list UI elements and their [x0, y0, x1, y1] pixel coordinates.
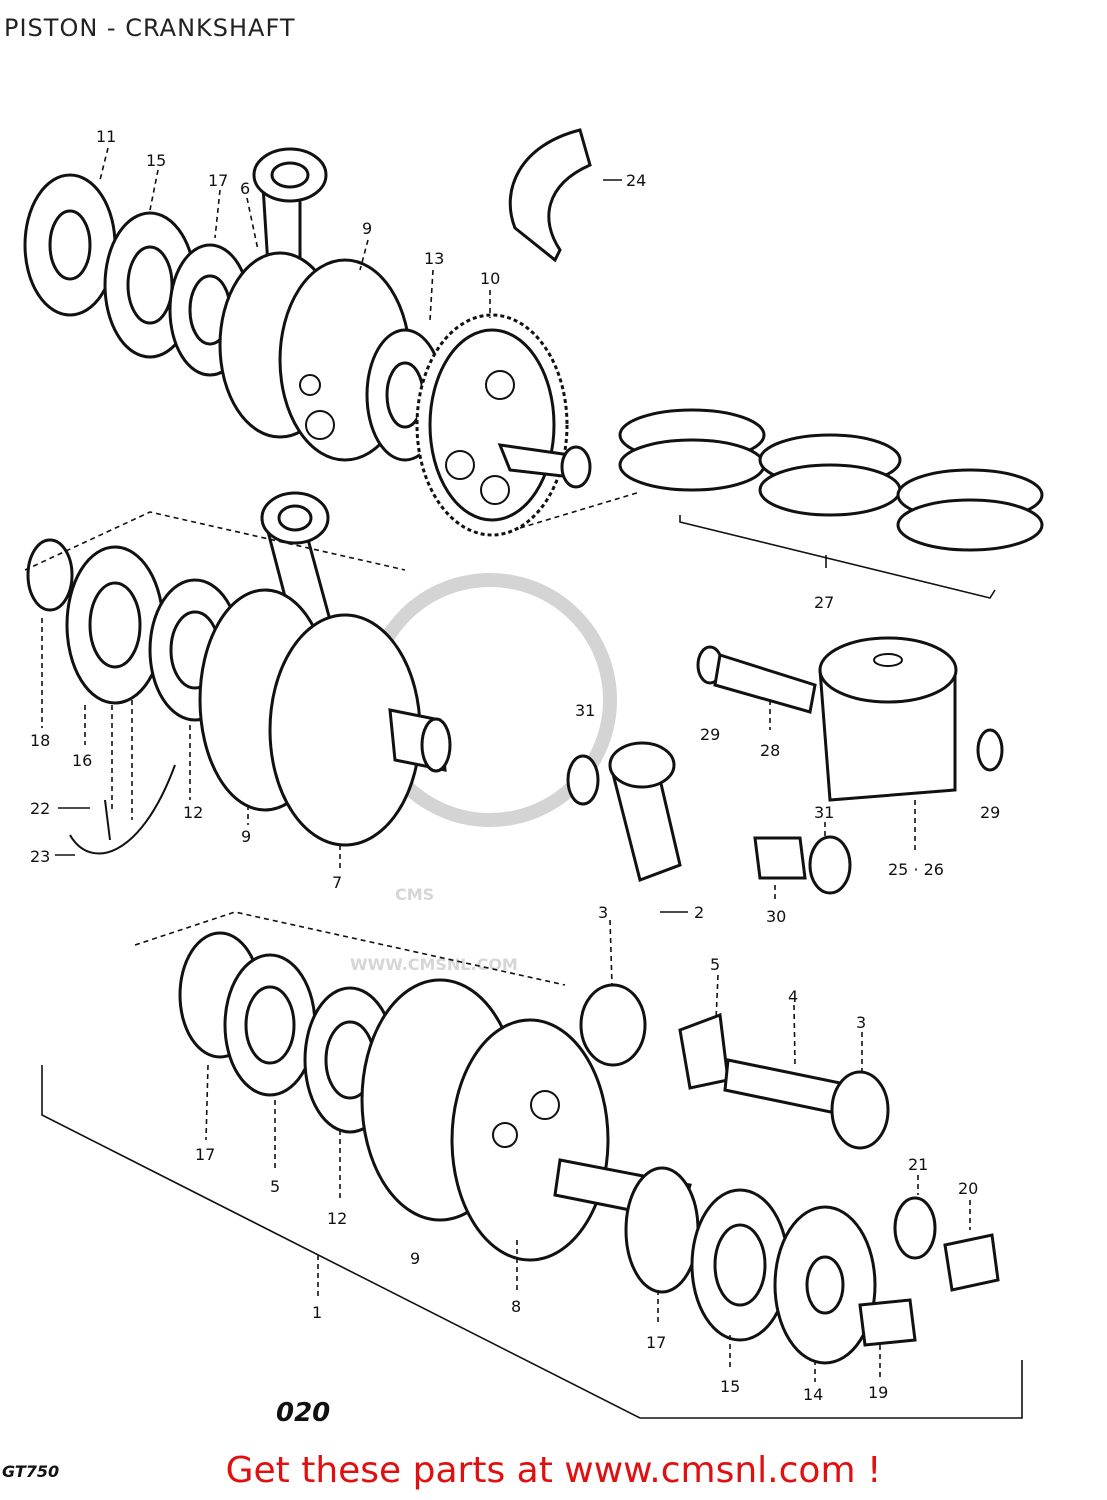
callout-12: 12	[327, 1209, 347, 1228]
callout-21: 21	[908, 1155, 928, 1174]
callout-25-26: 25 · 26	[888, 860, 944, 879]
callout-14: 14	[803, 1385, 823, 1404]
callout-20: 20	[958, 1179, 978, 1198]
callout-17: 17	[646, 1333, 666, 1352]
gear-10-body	[428, 328, 556, 522]
connecting-rod-2-small-end	[608, 741, 676, 789]
callout-22: 22	[30, 799, 50, 818]
bottom-crankshaft-assembly	[178, 931, 1000, 1365]
shaft-end-19	[858, 1298, 917, 1347]
circlip-29-right	[976, 728, 1004, 772]
gear-hole	[480, 475, 510, 505]
callout-18: 18	[30, 731, 50, 750]
footer-link[interactable]: Get these parts at www.cmsnl.com !	[225, 1450, 882, 1491]
model-code: GT750	[2, 1462, 60, 1481]
callout-9: 9	[241, 827, 251, 846]
bush-20	[943, 1233, 1000, 1292]
web-hole	[305, 410, 335, 440]
web-hole	[299, 374, 321, 396]
shaft-end-face	[560, 445, 592, 489]
piston-ring	[896, 498, 1044, 552]
thrust-washer-24	[508, 128, 592, 263]
piston-rings-27	[618, 408, 1044, 552]
page-title: PISTON - CRANKSHAFT	[4, 14, 296, 42]
con-rod-big-end	[579, 983, 647, 1067]
crank-pin-face	[420, 717, 452, 773]
top-crankshaft-assembly	[23, 147, 592, 537]
washer-3	[830, 1070, 890, 1150]
callout-31: 31	[575, 701, 595, 720]
callout-3: 3	[598, 903, 608, 922]
pin-22	[104, 799, 111, 841]
callout-11: 11	[96, 127, 116, 146]
circlip-23	[69, 764, 176, 855]
piston-crown	[818, 636, 958, 704]
callout-3: 3	[856, 1013, 866, 1032]
callout-9: 9	[362, 219, 372, 238]
callout-15: 15	[146, 151, 166, 170]
washer-31-top	[566, 754, 600, 806]
callout-7: 7	[332, 873, 342, 892]
piston-ring	[618, 438, 766, 492]
callout-16: 16	[72, 751, 92, 770]
web-hole	[530, 1090, 560, 1120]
callout-19: 19	[868, 1383, 888, 1402]
callout-10: 10	[480, 269, 500, 288]
middle-crankshaft-assembly	[26, 491, 452, 855]
callout-15: 15	[720, 1377, 740, 1396]
needle-bearing-5	[678, 1012, 730, 1090]
piston-assembly	[566, 636, 1004, 1150]
callout-4: 4	[788, 987, 798, 1006]
watermark-url: WWW.CMSNL.COM	[350, 955, 518, 974]
callout-29: 29	[700, 725, 720, 744]
needle-bearing-30	[753, 836, 807, 880]
callout-5: 5	[270, 1177, 280, 1196]
gear-hole	[445, 450, 475, 480]
callout-12: 12	[183, 803, 203, 822]
callout-29: 29	[980, 803, 1000, 822]
oil-seal-11-bore	[48, 209, 92, 281]
washer-31-bottom	[808, 835, 852, 895]
bearing-15-right-bore	[713, 1223, 767, 1307]
callout-17: 17	[195, 1145, 215, 1164]
bearing-15-bore	[126, 245, 174, 325]
web-hole	[492, 1122, 518, 1148]
callout-31: 31	[814, 803, 834, 822]
connecting-rod-6-pin-bore	[270, 161, 310, 189]
ring-17-right	[624, 1166, 700, 1294]
callout-labels: 11 15 17 6 9 13 10 24 27 18 16 12 9 7 22…	[30, 127, 1000, 1404]
callout-23: 23	[30, 847, 50, 866]
piston-pin-28	[713, 653, 817, 714]
callout-27: 27	[814, 593, 834, 612]
callout-9: 9	[410, 1249, 420, 1268]
oil-seal-14-bore	[805, 1255, 845, 1315]
bearing-16-bore	[88, 581, 142, 669]
piston-ring	[758, 463, 902, 517]
gear-hole	[485, 370, 515, 400]
callout-2: 2	[694, 903, 704, 922]
callout-24: 24	[626, 171, 646, 190]
watermark-brand: CMS	[395, 885, 434, 904]
washer-21	[893, 1196, 937, 1260]
callout-13: 13	[424, 249, 444, 268]
callout-1: 1	[312, 1303, 322, 1322]
rod-pin-bore	[277, 504, 313, 532]
crank-web-8	[450, 1018, 610, 1262]
page-number: 020	[276, 1398, 331, 1428]
washer-18	[26, 538, 74, 612]
callout-6: 6	[240, 179, 250, 198]
group-brackets	[24, 491, 1023, 1419]
callout-8: 8	[511, 1297, 521, 1316]
callout-5: 5	[710, 955, 720, 974]
callout-28: 28	[760, 741, 780, 760]
bearing-5-bore	[244, 985, 296, 1065]
callout-17: 17	[208, 171, 228, 190]
leader-lines	[41, 147, 971, 1382]
piston-crown-mark	[873, 653, 903, 667]
callout-30: 30	[766, 907, 786, 926]
